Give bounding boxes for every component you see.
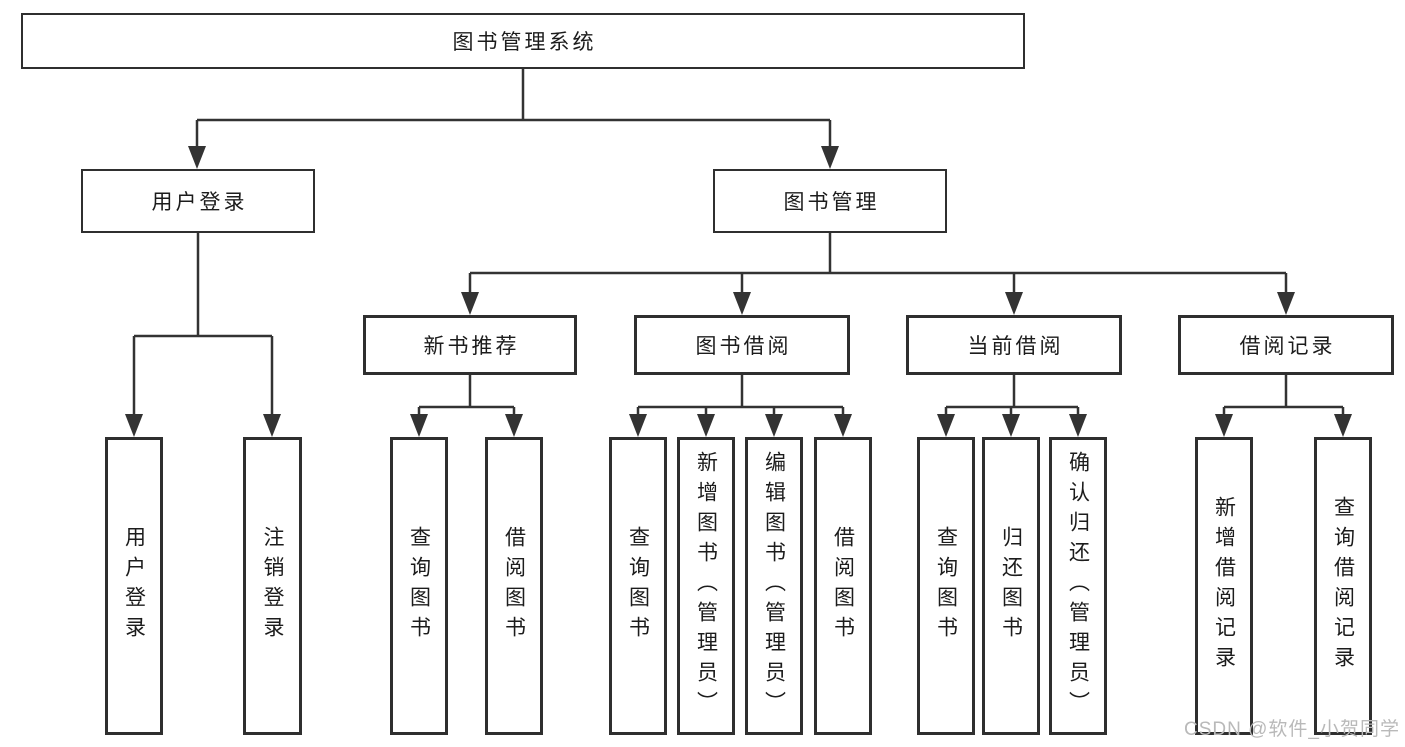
leaf-return-books-label: 归还图书 [999, 526, 1023, 646]
leaf-current-query-books: 查询图书 [917, 437, 975, 735]
leaf-add-borrow-record-label: 新增借阅记录 [1212, 496, 1236, 676]
connector-book-management-to-level3 [468, 233, 1288, 294]
node-root-system: 图书管理系统 [21, 13, 1025, 69]
leaf-query-borrow-record-label: 查询借阅记录 [1331, 496, 1355, 676]
node-root-system-label: 图书管理系统 [452, 31, 597, 54]
leaf-logout-login-label: 注销登录 [261, 526, 285, 646]
node-current-borrow-label: 当前借阅 [967, 335, 1064, 358]
node-current-borrow: 当前借阅 [906, 315, 1122, 375]
arrowhead [1334, 414, 1352, 437]
leaf-user-login-label: 用户登录 [122, 526, 146, 646]
leaf-borrow-borrow-books-label: 借阅图书 [831, 526, 855, 646]
leaf-add-books-admin-label: 新增图书（管理员） [694, 451, 718, 721]
node-borrow-records-label: 借阅记录 [1239, 335, 1336, 358]
arrowhead [1069, 414, 1087, 437]
leaf-borrow-query-books-label: 查询图书 [626, 526, 650, 646]
arrowhead [461, 292, 479, 315]
leaf-add-borrow-record: 新增借阅记录 [1195, 437, 1253, 735]
arrowhead [1002, 414, 1020, 437]
node-book-management: 图书管理 [713, 169, 947, 233]
arrowhead [125, 414, 143, 437]
arrowhead [765, 414, 783, 437]
connector-root-to-level2 [195, 69, 832, 148]
leaf-current-query-books-label: 查询图书 [934, 526, 958, 646]
node-new-book-recommend: 新书推荐 [363, 315, 577, 375]
leaf-confirm-return-admin-label: 确认归还（管理员） [1066, 451, 1090, 721]
leaf-user-login: 用户登录 [105, 437, 163, 735]
leaf-newbook-borrow-books: 借阅图书 [485, 437, 543, 735]
node-book-management-label: 图书管理 [783, 191, 880, 214]
arrowhead [821, 146, 839, 169]
connector-borrow-records-to-leaves [1222, 375, 1345, 418]
leaf-add-books-admin: 新增图书（管理员） [677, 437, 735, 735]
leaf-newbook-query-books: 查询图书 [390, 437, 448, 735]
node-book-borrow: 图书借阅 [634, 315, 850, 375]
node-user-login: 用户登录 [81, 169, 315, 233]
leaf-borrow-query-books: 查询图书 [609, 437, 667, 735]
connector-user-login-to-leaves [132, 233, 274, 418]
arrowhead [937, 414, 955, 437]
leaf-return-books: 归还图书 [982, 437, 1040, 735]
connector-current-borrow-to-leaves [944, 375, 1080, 418]
arrowhead [1277, 292, 1295, 315]
leaf-edit-books-admin: 编辑图书（管理员） [745, 437, 803, 735]
arrowhead [505, 414, 523, 437]
arrowhead [1215, 414, 1233, 437]
arrowhead [188, 146, 206, 169]
connector-new-book-recommend-to-leaves [417, 375, 516, 418]
connector-book-borrow-to-leaves [636, 375, 845, 418]
arrowhead [834, 414, 852, 437]
leaf-confirm-return-admin: 确认归还（管理员） [1049, 437, 1107, 735]
node-borrow-records: 借阅记录 [1178, 315, 1394, 375]
arrowhead [410, 414, 428, 437]
arrowhead [263, 414, 281, 437]
arrowhead [733, 292, 751, 315]
arrowhead [1005, 292, 1023, 315]
arrowheads [125, 146, 1352, 437]
leaf-logout-login: 注销登录 [243, 437, 302, 735]
node-user-login-label: 用户登录 [151, 191, 248, 214]
arrowhead [629, 414, 647, 437]
leaf-edit-books-admin-label: 编辑图书（管理员） [762, 451, 786, 721]
leaf-newbook-borrow-books-label: 借阅图书 [502, 526, 526, 646]
node-book-borrow-label: 图书借阅 [695, 335, 792, 358]
arrowhead [697, 414, 715, 437]
node-new-book-recommend-label: 新书推荐 [423, 335, 520, 358]
leaf-query-borrow-record: 查询借阅记录 [1314, 437, 1372, 735]
csdn-watermark: CSDN @软件_小贺同学 [1184, 719, 1400, 740]
leaf-borrow-borrow-books: 借阅图书 [814, 437, 872, 735]
leaf-newbook-query-books-label: 查询图书 [407, 526, 431, 646]
